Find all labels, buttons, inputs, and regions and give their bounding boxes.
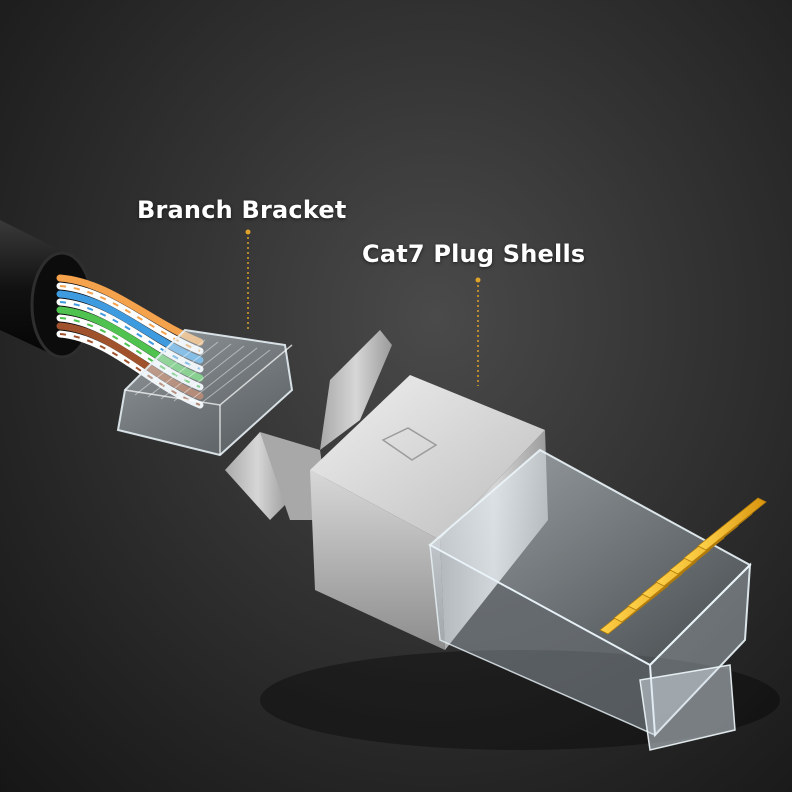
rj45-clear-plug: [428, 448, 767, 751]
wire-stripe: [59, 317, 201, 388]
gold-contact-pins: [599, 497, 767, 635]
wire-stripe: [59, 333, 201, 406]
wire-stripe: [59, 301, 201, 370]
cat7-plug-shells-label: Cat7 Plug Shells: [362, 240, 586, 268]
leader-lines: [245, 229, 481, 386]
gold-pin: [697, 497, 767, 551]
wire-stripe: [59, 285, 201, 352]
branch-bracket: [116, 328, 294, 457]
branch-bracket-label: Branch Bracket: [137, 196, 347, 224]
